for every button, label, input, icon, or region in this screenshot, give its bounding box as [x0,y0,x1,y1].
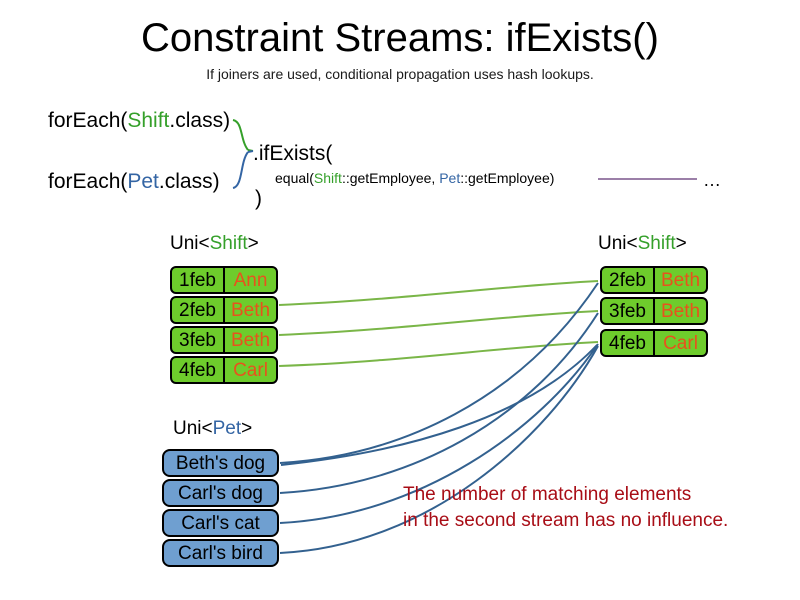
annotation-note: The number of matching elements in the s… [403,484,729,531]
list-item[interactable]: Beth's dog [162,449,279,477]
table-row[interactable]: 3feb Beth [170,326,278,354]
code-equal-type-pet: Pet [439,170,461,186]
code-close-paren: ) [255,187,262,210]
label-uni-pet-left-prefix: Uni< [173,418,213,439]
shift-employee: Beth [660,300,701,322]
code-foreach-shift-prefix: forEach( [48,109,128,132]
code-equal-joiner: equal(Shift::getEmployee, Pet::getEmploy… [275,170,554,186]
code-equal-type-shift: Shift [313,170,342,186]
label-uni-shift-left: Uni<Shift> [170,233,259,255]
label-uni-pet-left: Uni<Pet> [173,418,252,440]
label-uni-shift-right: Uni<Shift> [598,233,687,255]
code-foreach-shift-suffix: .class) [169,109,231,132]
code-foreach-pet-prefix: forEach( [48,170,128,193]
code-foreach-pet-suffix: .class) [158,170,220,193]
shift-employee: Beth [660,269,701,291]
pet-name: Carl's cat [181,512,260,534]
shift-employee: Carl [663,332,698,354]
label-uni-shift-right-suffix: > [675,233,687,254]
list-item[interactable]: Carl's cat [162,509,279,537]
shift-links [278,280,599,367]
shift-date: 2feb [172,298,225,322]
pet-name: Beth's dog [175,452,266,474]
table-row[interactable]: 2feb Beth [170,296,278,324]
table-row[interactable]: 1feb Ann [170,266,278,294]
shift-date: 1feb [172,268,225,292]
list-item[interactable]: Carl's bird [162,539,279,567]
code-foreach-shift-type: Shift [127,109,170,132]
shift-date: 2feb [602,268,655,292]
shift-date: 4feb [602,331,655,355]
label-uni-shift-right-type: Shift [637,233,676,254]
label-uni-shift-left-suffix: > [247,233,259,254]
table-row[interactable]: 3feb Beth [600,297,708,325]
label-uni-shift-right-prefix: Uni< [598,233,638,254]
label-uni-shift-left-type: Shift [209,233,248,254]
shift-employee: Beth [230,299,271,321]
page-subtitle: If joiners are used, conditional propaga… [206,66,594,82]
shift-employee: Carl [233,359,268,381]
label-uni-pet-left-type: Pet [212,418,242,439]
shift-employee: Ann [233,269,268,291]
list-item[interactable]: Carl's dog [162,479,279,507]
code-equal-mid: ::getEmployee, [341,170,440,186]
shift-date: 3feb [172,328,225,352]
code-ellipsis: … [703,170,721,190]
code-equal-suffix: ::getEmployee) [460,170,555,186]
shift-employee: Beth [230,329,271,351]
code-foreach-pet: forEach(Pet.class) [48,170,220,194]
pet-name: Carl's bird [178,542,263,564]
code-ifexists: .ifExists( [253,142,333,165]
shift-date: 4feb [172,358,225,382]
shift-date: 3feb [602,299,655,323]
label-uni-pet-left-suffix: > [241,418,253,439]
label-uni-shift-left-prefix: Uni< [170,233,210,254]
brace-connector [232,119,254,189]
page-title: Constraint Streams: ifExists() [141,16,659,60]
code-foreach-shift: forEach(Shift.class) [48,109,230,133]
table-row[interactable]: 2feb Beth [600,266,708,294]
pet-name: Carl's dog [178,482,263,504]
table-row[interactable]: 4feb Carl [600,329,708,357]
code-equal-prefix: equal( [275,170,314,186]
table-row[interactable]: 4feb Carl [170,356,278,384]
code-foreach-pet-type: Pet [127,170,159,193]
